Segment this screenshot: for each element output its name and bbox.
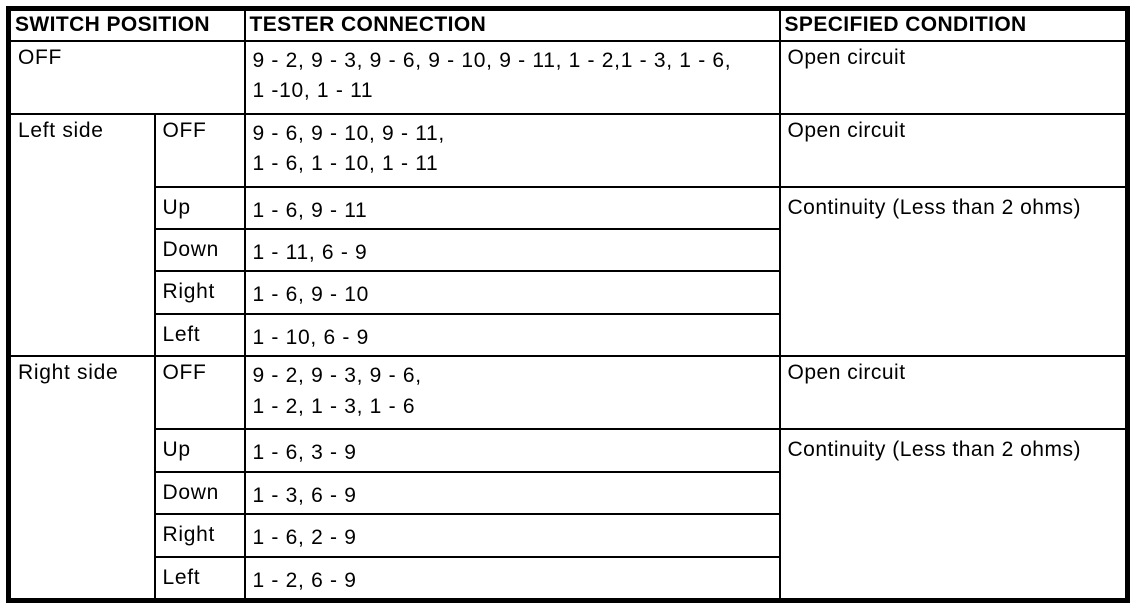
cell-switch-position: Left xyxy=(153,555,246,602)
cell-tester-connection: 1 - 10, 6 - 9 xyxy=(243,312,781,358)
table-row: Right 1 - 6, 2 - 9 xyxy=(9,513,1128,558)
cell-switch-position: Up xyxy=(153,428,246,473)
table-row: Left 1 - 2, 6 - 9 xyxy=(9,555,1128,602)
cell-specified-condition: Open circuit xyxy=(778,112,1129,188)
cell-specified-condition: Continuity (Less than 2 ohms) xyxy=(778,185,1129,358)
header-specified-condition: SPECIFIED CONDITION xyxy=(778,7,1129,42)
table-row: Up 1 - 6, 3 - 9 Continuity (Less than 2 … xyxy=(9,428,1129,602)
table-row: Left 1 - 10, 6 - 9 xyxy=(9,312,1128,358)
cell-switch-position: Left xyxy=(153,312,246,358)
header-switch-position: SWITCH POSITION xyxy=(7,7,246,42)
cell-switch-position: Down xyxy=(153,470,246,516)
cell-tester-connection: 1 - 6, 3 - 9 xyxy=(243,428,781,473)
table-row: Down 1 - 11, 6 - 9 xyxy=(9,227,1128,273)
cell-switch-position: OFF xyxy=(153,355,246,431)
cell-tester-connection: 1 - 2, 6 - 9 xyxy=(243,555,781,602)
cell-switch-group: Right side xyxy=(7,355,156,602)
cell-tester-connection: 9 - 6, 9 - 10, 9 - 11, 1 - 6, 1 - 10, 1 … xyxy=(243,112,781,188)
cell-switch-group: Left side xyxy=(7,112,156,358)
cell-switch-position: OFF xyxy=(153,112,246,188)
table-row: Up 1 - 6, 9 - 11 Continuity (Less than 2… xyxy=(9,185,1129,358)
cell-switch-position: Right xyxy=(153,513,246,558)
cell-switch-position: OFF xyxy=(7,39,246,115)
cell-specified-condition: Open circuit xyxy=(778,355,1129,431)
cell-tester-connection: 1 - 6, 9 - 10 xyxy=(243,270,781,315)
table-row: Right 1 - 6, 9 - 10 xyxy=(9,270,1128,315)
cell-tester-connection: 1 - 11, 6 - 9 xyxy=(243,227,781,273)
header-tester-connection: TESTER CONNECTION xyxy=(243,7,781,42)
cell-tester-connection: 9 - 2, 9 - 3, 9 - 6, 1 - 2, 1 - 3, 1 - 6 xyxy=(243,355,781,431)
table-row: Left side OFF 9 - 6, 9 - 10, 9 - 11, 1 -… xyxy=(7,112,1129,358)
cell-switch-position: Up xyxy=(153,185,246,230)
table-row: Down 1 - 3, 6 - 9 xyxy=(9,470,1128,516)
cell-tester-connection: 1 - 6, 2 - 9 xyxy=(243,513,781,558)
cell-specified-condition: Continuity (Less than 2 ohms) xyxy=(778,428,1129,602)
cell-switch-position: Right xyxy=(153,270,246,315)
connection-spec-table: SWITCH POSITION TESTER CONNECTION SPECIF… xyxy=(6,6,1130,603)
table-row: OFF 9 - 2, 9 - 3, 9 - 6, 9 - 10, 9 - 11,… xyxy=(7,39,1129,115)
cell-tester-connection: 1 - 6, 9 - 11 xyxy=(243,185,781,230)
table-row: Right side OFF 9 - 2, 9 - 3, 9 - 6, 1 - … xyxy=(7,355,1129,602)
cell-tester-connection: 9 - 2, 9 - 3, 9 - 6, 9 - 10, 9 - 11, 1 -… xyxy=(243,39,781,115)
cell-switch-position: Down xyxy=(153,227,246,273)
cell-tester-connection: 1 - 3, 6 - 9 xyxy=(243,470,781,516)
table-header-row: SWITCH POSITION TESTER CONNECTION SPECIF… xyxy=(7,7,1129,42)
cell-specified-condition: Open circuit xyxy=(778,39,1129,115)
